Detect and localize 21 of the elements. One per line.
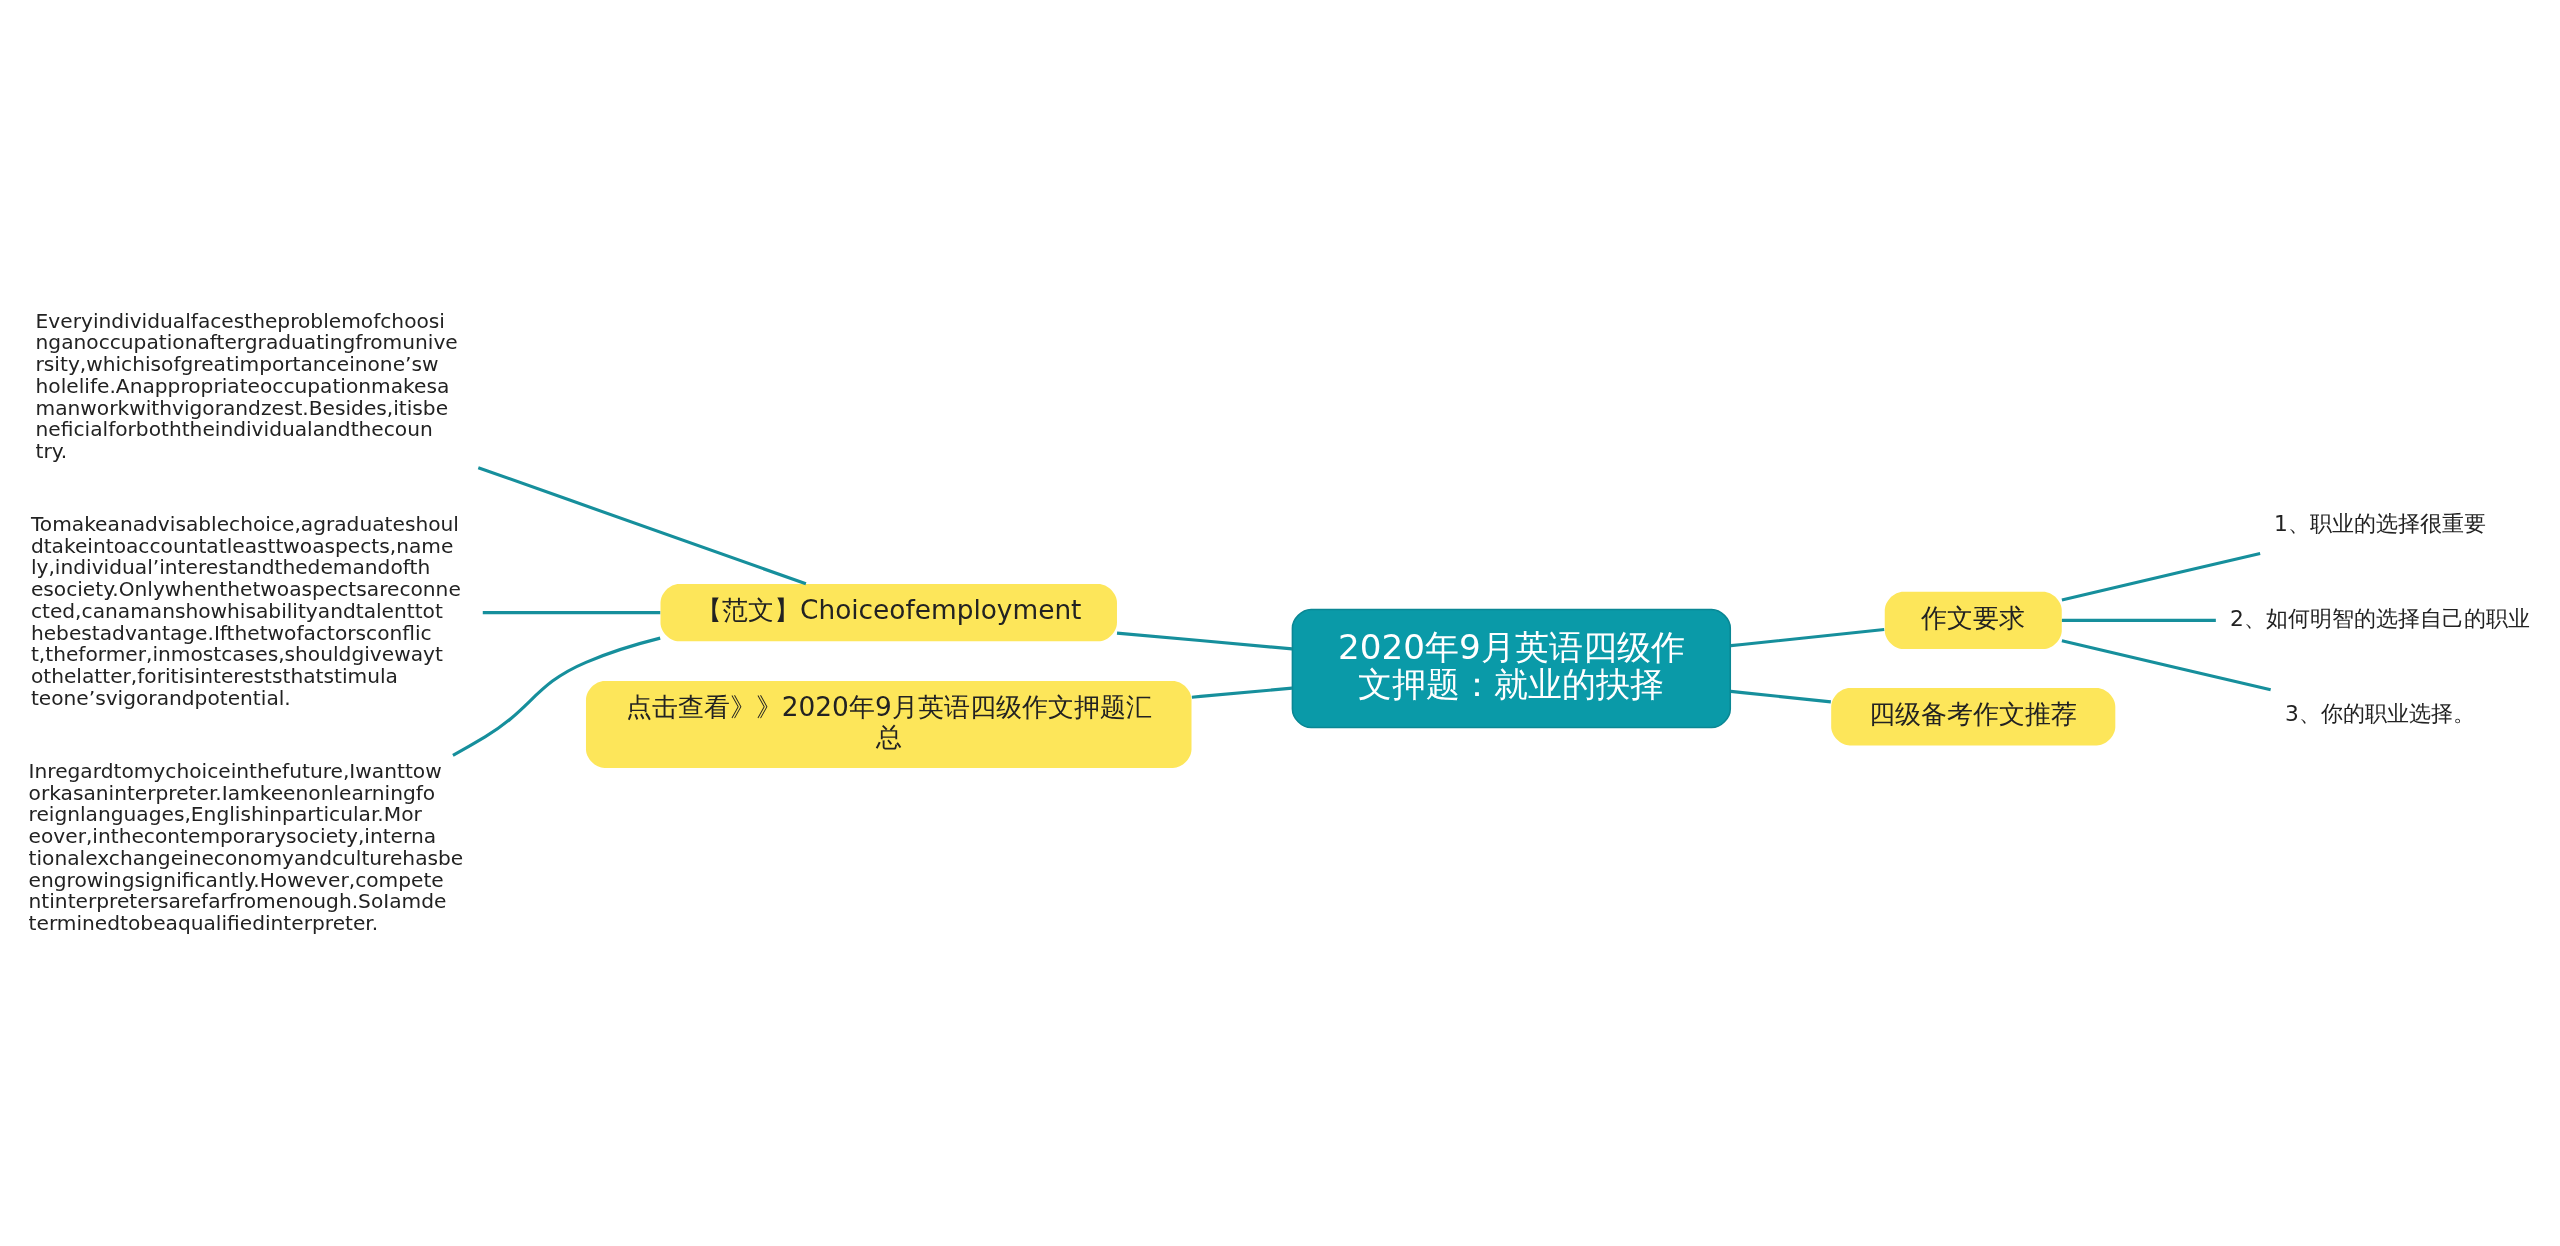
- node-box: 四级备考作文推荐: [1831, 687, 2116, 745]
- node-text: Everyindividualfacestheproblemofchoosinganoccupationaftergraduatingfromuniversity,whichisofgreatimportanceinone’swholelife.Anappropriateoccupationmakesamanworkwithvigorandzest.Besides,itisbeneficialforboththeindividualandthecountry.: [35, 308, 458, 463]
- connector: [2061, 618, 2216, 622]
- connector: [1116, 631, 1293, 650]
- node-box: 点击查看》》2020年9月英语四级作文押题汇总: [585, 680, 1192, 768]
- node-text: 3、你的职业选择。: [2285, 700, 2475, 726]
- node-text: 2、如何明智的选择自己的职业: [2230, 605, 2530, 631]
- node-box: 2020年9月英语四级作文押题：就业的抉择: [1291, 608, 1732, 728]
- connector: [2061, 638, 2272, 691]
- connector: [1191, 686, 1293, 699]
- node-text: Inregardtomychoiceinthefuture,Iwanttoworkasaninterpreter.Iamkeenonlearningforeignlanguages,Englishinparticular.Moreover,inthecontemporarysociety,internationalexchangeineconomyandculturehasbeengrowingsignificantly.However,competentinterpretersarefarfromenough.SoIamdeterminedtobeaqualifiedinterpreter.: [28, 758, 464, 935]
- connector: [1730, 627, 1885, 647]
- node-text: Tomakeanadvisablechoice,agraduateshouldtakeintoaccountatleasttwoaspects,namely,individual’interestandthedemandofthesociety.Onlywhenthetwoaspectsareconnected,canamanshowhisabilityandtalenttothebestadvantage.Ifthetwofactorsconflict,theformer,inmostcases,shouldgivewaytothelatter,foritisintereststhatstimulateone’svigorandpotential.: [30, 511, 461, 710]
- node-box: 【范文】Choiceofemployment: [660, 583, 1117, 641]
- node-text: 1、职业的选择很重要: [2274, 510, 2486, 536]
- connector: [477, 465, 807, 585]
- connector: [2061, 551, 2261, 601]
- connector: [452, 636, 661, 757]
- connector: [1730, 689, 1831, 703]
- connector: [482, 610, 661, 614]
- node-box: 作文要求: [1884, 591, 2062, 649]
